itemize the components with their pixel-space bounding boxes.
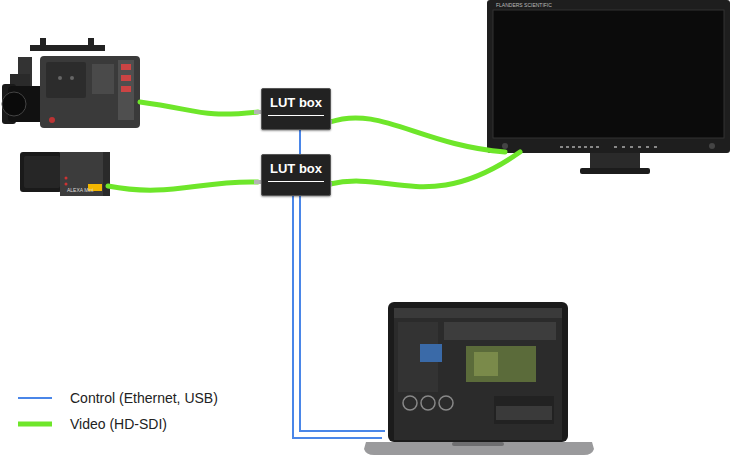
- legend-sample-control: [18, 397, 52, 399]
- box-label: LUT box: [268, 95, 324, 116]
- monitor: [487, 0, 730, 174]
- legend-sample-video: [18, 422, 52, 427]
- legend-text: Control (Ethernet, USB): [70, 390, 218, 406]
- control-link: [300, 130, 301, 154]
- camera-large: [2, 38, 140, 128]
- laptop: [364, 302, 594, 455]
- brand-text: FLANDERS SCIENTIFIC: [496, 2, 552, 8]
- model-text: ALEXA Mini: [67, 187, 93, 193]
- legend-text: Video (HD-SDI): [70, 416, 167, 432]
- camera-small: [20, 152, 110, 196]
- lut-box: LUT box: [261, 88, 331, 130]
- box-label: LUT box: [268, 161, 324, 182]
- control-cables: [293, 196, 385, 438]
- lut-box: LUT box: [261, 154, 331, 196]
